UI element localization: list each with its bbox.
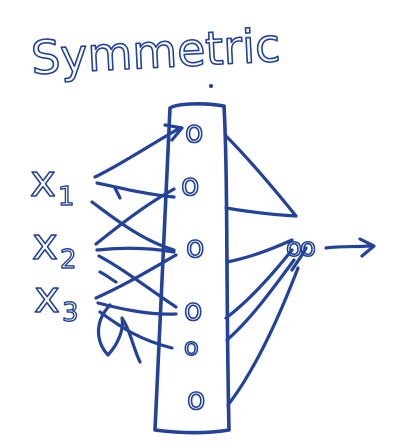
hidden-unit-1: o xyxy=(185,115,203,150)
svg-text:2: 2 xyxy=(60,245,77,275)
output-unit-b: o xyxy=(300,233,316,263)
svg-text:3: 3 xyxy=(62,298,79,328)
input-label-x2: x 2 xyxy=(31,218,77,276)
hidden-layer-box xyxy=(153,102,231,435)
output-arrow xyxy=(324,237,376,258)
svg-text:1: 1 xyxy=(58,182,75,212)
hidden-to-output-edges xyxy=(223,133,308,407)
input-to-hidden-edges xyxy=(90,123,184,364)
hidden-unit-3: o xyxy=(186,230,204,265)
svg-text:x: x xyxy=(30,156,56,207)
diagram-title: Symmetric xyxy=(30,18,282,85)
ink-dot xyxy=(209,84,213,88)
input-label-x1: x 1 xyxy=(29,155,75,213)
svg-text:x: x xyxy=(32,219,58,270)
hidden-unit-5: o xyxy=(184,333,199,361)
hidden-unit-6: o xyxy=(187,382,205,417)
hidden-unit-2: o xyxy=(181,168,199,203)
hidden-unit-4: o xyxy=(184,293,202,328)
input-label-x3: x 3 xyxy=(33,271,79,329)
svg-text:x: x xyxy=(34,272,60,323)
output-unit-a: o xyxy=(286,233,302,263)
